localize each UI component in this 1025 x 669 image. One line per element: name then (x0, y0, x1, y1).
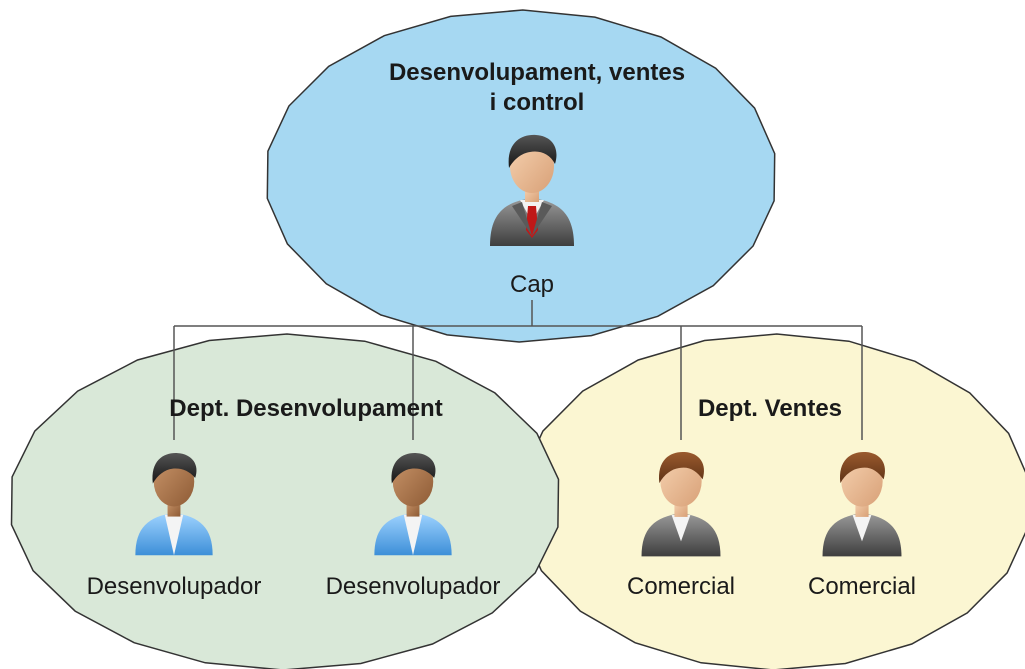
connector-lines (173, 300, 863, 440)
sales-role-label: Comercial (627, 573, 735, 600)
sales-department-title: Dept. Ventes (698, 395, 842, 422)
sales-role-label: Comercial (808, 573, 916, 600)
sales-department-area (520, 333, 1025, 669)
management-group-title-line1: Desenvolupament, ventes (389, 59, 685, 86)
developer-role-label: Desenvolupador (87, 573, 262, 600)
head-role-label: Cap (510, 271, 554, 298)
development-department-area (10, 333, 560, 669)
developer-role-label: Desenvolupador (326, 573, 501, 600)
management-group-title-line2: i control (490, 89, 585, 116)
development-department-title: Dept. Desenvolupament (169, 395, 442, 422)
